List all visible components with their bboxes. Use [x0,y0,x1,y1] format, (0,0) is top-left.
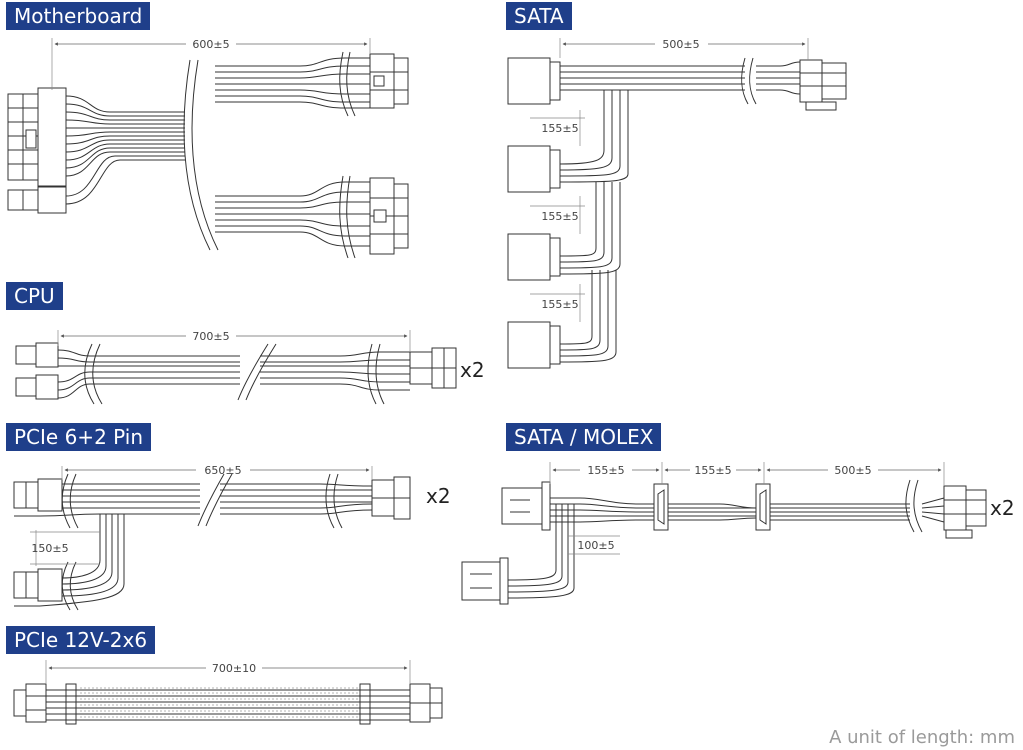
dim-sata-gap-3: 155±5 [541,298,578,311]
qty-cpu: x2 [460,358,485,382]
pcie-12v-sleeve-texture [80,687,360,718]
motherboard-cable [7,51,409,259]
unit-note: A unit of length: mm [829,727,1015,748]
dim-sata-gap-1: 155±5 [541,122,578,135]
dim-pcie-length: 650±5 [204,464,241,477]
label-cpu: CPU [6,282,63,310]
pcie-6-2-cable [13,473,411,611]
dim-sm-gap-1: 155±5 [587,464,624,477]
dim-pcie-gap: 150±5 [31,542,68,555]
pcie-12v-2x6-cable [13,683,443,725]
label-sata: SATA [506,2,572,30]
label-pcie-6-2: PCIe 6+2 Pin [6,423,152,451]
dim-pcie12-length: 700±10 [212,662,256,675]
dim-sm-gap-2: 155±5 [694,464,731,477]
dim-mb-length: 600±5 [192,38,229,51]
dim-sm-length: 500±5 [834,464,871,477]
qty-pcie-6-2: x2 [426,484,451,508]
sata-cable [507,57,847,369]
qty-sata-molex: x2 [990,496,1015,520]
dim-sata-length: 500±5 [662,38,699,51]
dim-cpu-length: 700±5 [192,330,229,343]
cpu-cable [15,342,457,405]
label-pcie-12v-2x6: PCIe 12V-2x6 [6,626,156,654]
dim-sata-gap-2: 155±5 [541,210,578,223]
label-motherboard: Motherboard [6,2,151,30]
label-sata-molex: SATA / MOLEX [506,423,662,451]
sata-molex-cable [461,479,987,605]
dim-sm-molex: 100±5 [577,539,614,552]
